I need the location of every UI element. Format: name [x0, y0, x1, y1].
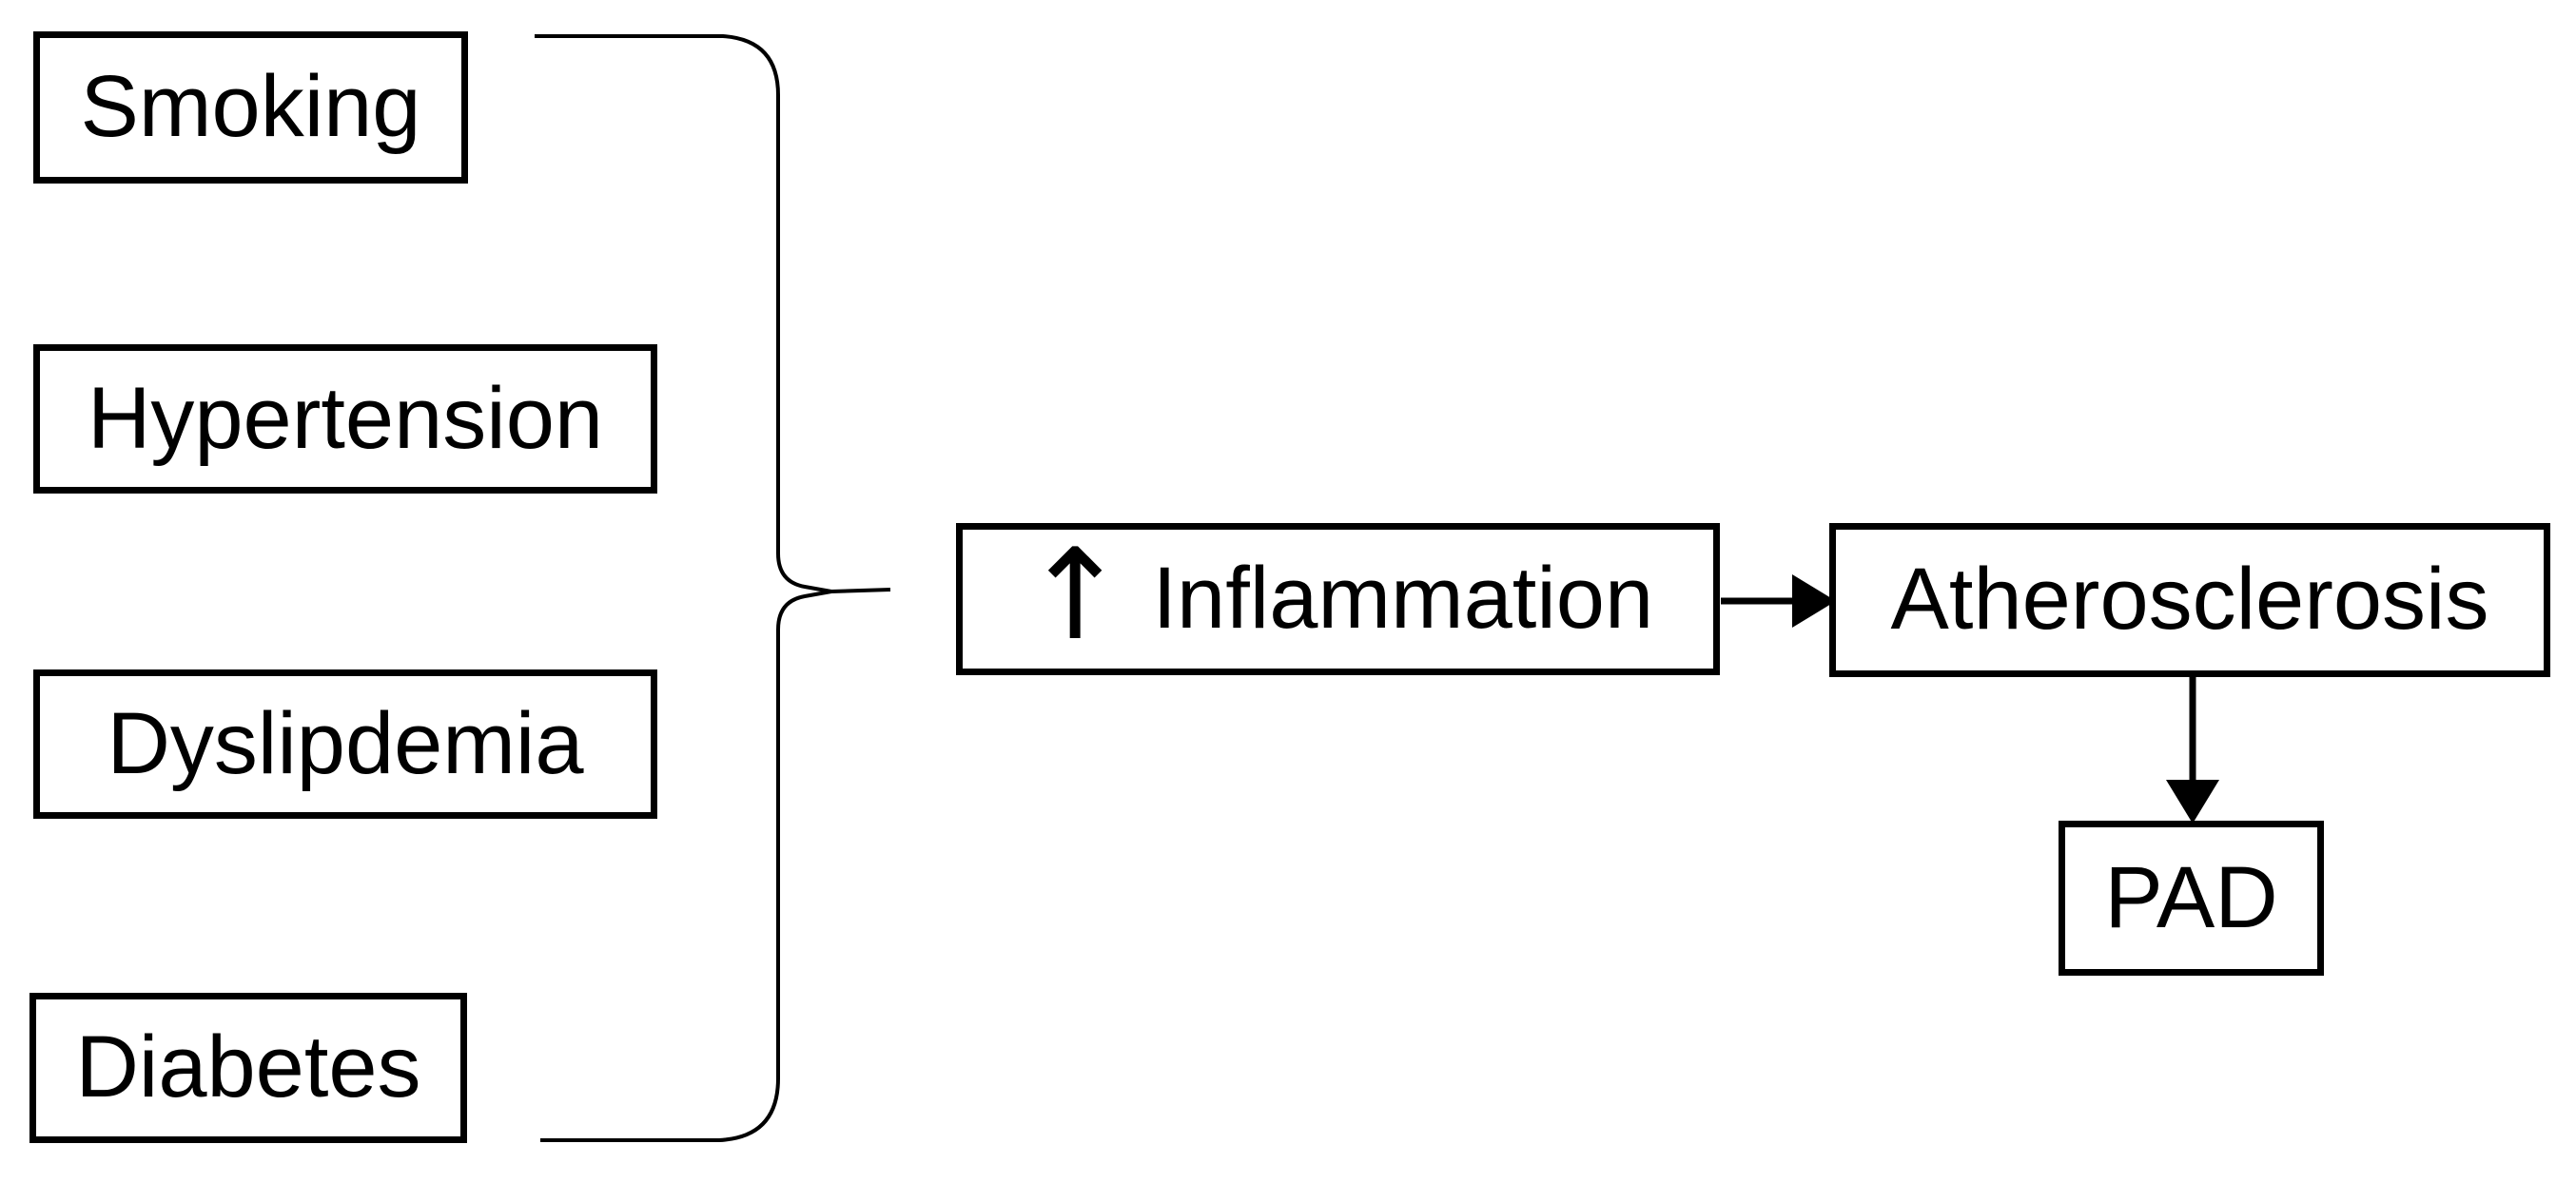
curly-brace — [535, 34, 832, 1142]
box-smoking: Smoking — [33, 31, 468, 184]
box-smoking-label: Smoking — [80, 58, 421, 156]
box-diabetes-label: Diabetes — [75, 1018, 421, 1116]
box-dyslipdemia: Dyslipdemia — [33, 669, 657, 819]
up-arrow-icon: ↑ — [1022, 522, 1128, 669]
box-atherosclerosis: Atherosclerosis — [1829, 523, 2550, 677]
box-inflammation-label: Inflammation — [1152, 550, 1654, 648]
box-hypertension: Hypertension — [33, 344, 657, 494]
brace-tail-line — [830, 588, 891, 593]
box-pad: PAD — [2059, 821, 2324, 976]
box-pad-label: PAD — [2104, 848, 2278, 946]
box-dyslipdemia-label: Dyslipdemia — [107, 694, 584, 792]
box-hypertension-label: Hypertension — [87, 369, 604, 467]
box-diabetes: Diabetes — [29, 993, 467, 1143]
box-atherosclerosis-label: Atherosclerosis — [1890, 551, 2489, 649]
right-arrow-icon — [1721, 574, 1836, 628]
inflammation-content: ↑ Inflammation — [1022, 522, 1654, 669]
down-arrow-icon — [2166, 675, 2219, 824]
box-inflammation: ↑ Inflammation — [956, 523, 1720, 675]
